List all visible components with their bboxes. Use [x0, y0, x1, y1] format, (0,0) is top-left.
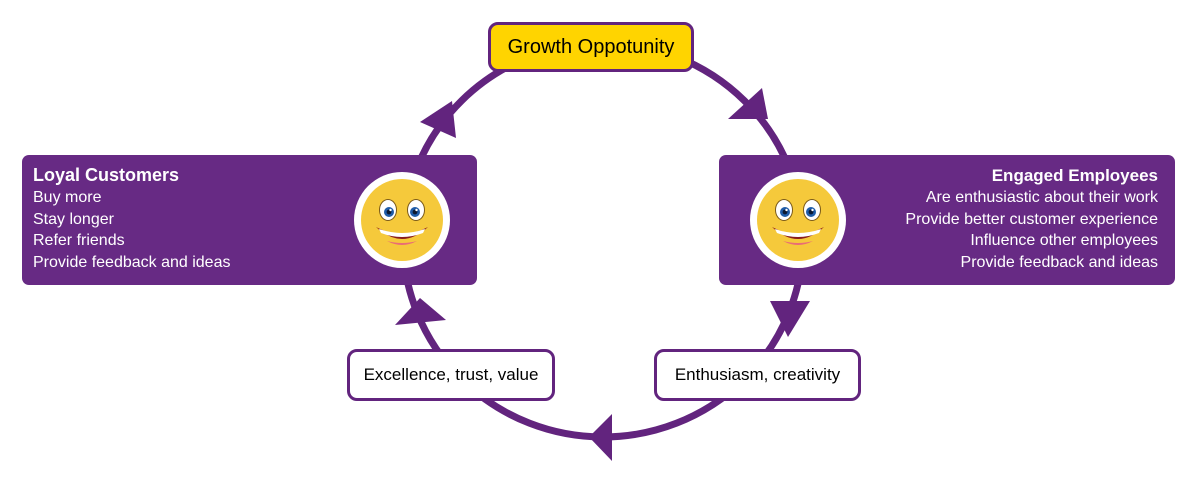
- arrowhead-icon: [589, 414, 612, 461]
- list-item: Stay longer: [33, 210, 114, 228]
- list-item: Influence other employees: [970, 232, 1158, 249]
- loyal-customers-panel: Loyal Customers Buy more Stay longer Ref…: [22, 155, 477, 285]
- arrowhead-icon: [395, 298, 446, 325]
- loyal-customers-list: Buy more Stay longer Refer friends Provi…: [33, 187, 477, 273]
- smiley-face-icon: [354, 172, 450, 268]
- list-item: Provide feedback and ideas: [960, 253, 1158, 271]
- arrowhead-icon: [770, 301, 810, 337]
- list-item: Buy more: [33, 189, 102, 206]
- loyal-customers-title: Loyal Customers: [33, 165, 180, 185]
- engaged-employees-list: Are enthusiastic about their work Provid…: [719, 187, 1158, 273]
- list-item: Are enthusiastic about their work: [925, 189, 1158, 206]
- arrowhead-icon: [728, 88, 768, 119]
- growth-opportunity-node: Growth Oppotunity: [488, 22, 694, 72]
- arrowhead-icon: [420, 101, 456, 138]
- engaged-employees-panel: Engaged Employees Are enthusiastic about…: [719, 155, 1175, 285]
- list-item: Provide better customer experience: [905, 210, 1158, 228]
- engaged-employees-title: Engaged Employees: [991, 166, 1158, 185]
- smiley-face-icon: [750, 172, 846, 268]
- list-item: Provide feedback and ideas: [33, 253, 231, 271]
- excellence-trust-value-node: Excellence, trust, value: [347, 349, 555, 401]
- list-item: Refer friends: [33, 232, 125, 249]
- enthusiasm-creativity-node: Enthusiasm, creativity: [654, 349, 861, 401]
